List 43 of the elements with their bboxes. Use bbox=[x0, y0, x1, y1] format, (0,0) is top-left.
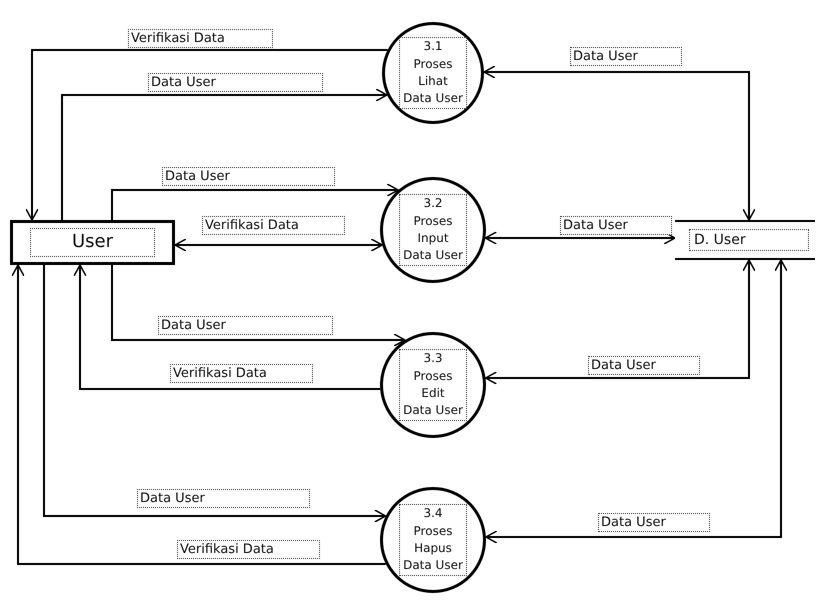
arrow bbox=[111, 183, 399, 220]
process-label: Edit bbox=[421, 385, 445, 402]
process-label: Input bbox=[417, 230, 449, 247]
process-label: Proses bbox=[414, 56, 452, 73]
edge-label: Verifikasi Data bbox=[170, 364, 313, 383]
arrow bbox=[111, 265, 406, 347]
data-store-label: D. User bbox=[694, 230, 746, 250]
arrow bbox=[61, 88, 388, 220]
edge-label: Verifikasi Data bbox=[177, 540, 320, 559]
edge-label: Data User bbox=[598, 513, 710, 532]
arrow bbox=[73, 264, 380, 390]
arrow bbox=[485, 259, 788, 544]
process-label: Data User bbox=[403, 557, 463, 574]
edge-label: Data User bbox=[137, 489, 310, 508]
process-label: Data User bbox=[403, 402, 463, 420]
process-label: Lihat bbox=[418, 73, 448, 90]
arrow bbox=[174, 238, 383, 252]
process-number: 3.1 bbox=[423, 38, 443, 56]
process-label: Proses bbox=[414, 212, 452, 230]
edge-label: Data User bbox=[158, 316, 333, 335]
edge-label: Data User bbox=[588, 356, 700, 375]
edge-label: Verifikasi Data bbox=[202, 216, 345, 235]
edge-label: Verifikasi Data bbox=[128, 29, 273, 48]
edge-label: Data User bbox=[148, 73, 323, 92]
arrow bbox=[484, 231, 676, 245]
arrow bbox=[43, 265, 386, 523]
process-label: Proses bbox=[414, 368, 452, 385]
process-number: 3.4 bbox=[423, 505, 443, 522]
process-label: Hapus bbox=[414, 540, 452, 557]
process-number: 3.3 bbox=[423, 350, 443, 368]
process-label: Data User bbox=[403, 90, 463, 108]
entity-box bbox=[10, 220, 175, 265]
process-label: Proses bbox=[414, 522, 452, 540]
entity-label: User bbox=[72, 230, 114, 254]
arrow bbox=[483, 65, 756, 221]
edge-label: Data User bbox=[162, 167, 335, 186]
process-number: 3.2 bbox=[423, 195, 443, 212]
arrow bbox=[25, 49, 388, 221]
edge-label: Data User bbox=[570, 47, 682, 66]
arrow bbox=[11, 264, 386, 565]
arrow bbox=[484, 259, 756, 385]
edge-label: Data User bbox=[560, 216, 672, 235]
process-label: Data User bbox=[403, 247, 463, 264]
